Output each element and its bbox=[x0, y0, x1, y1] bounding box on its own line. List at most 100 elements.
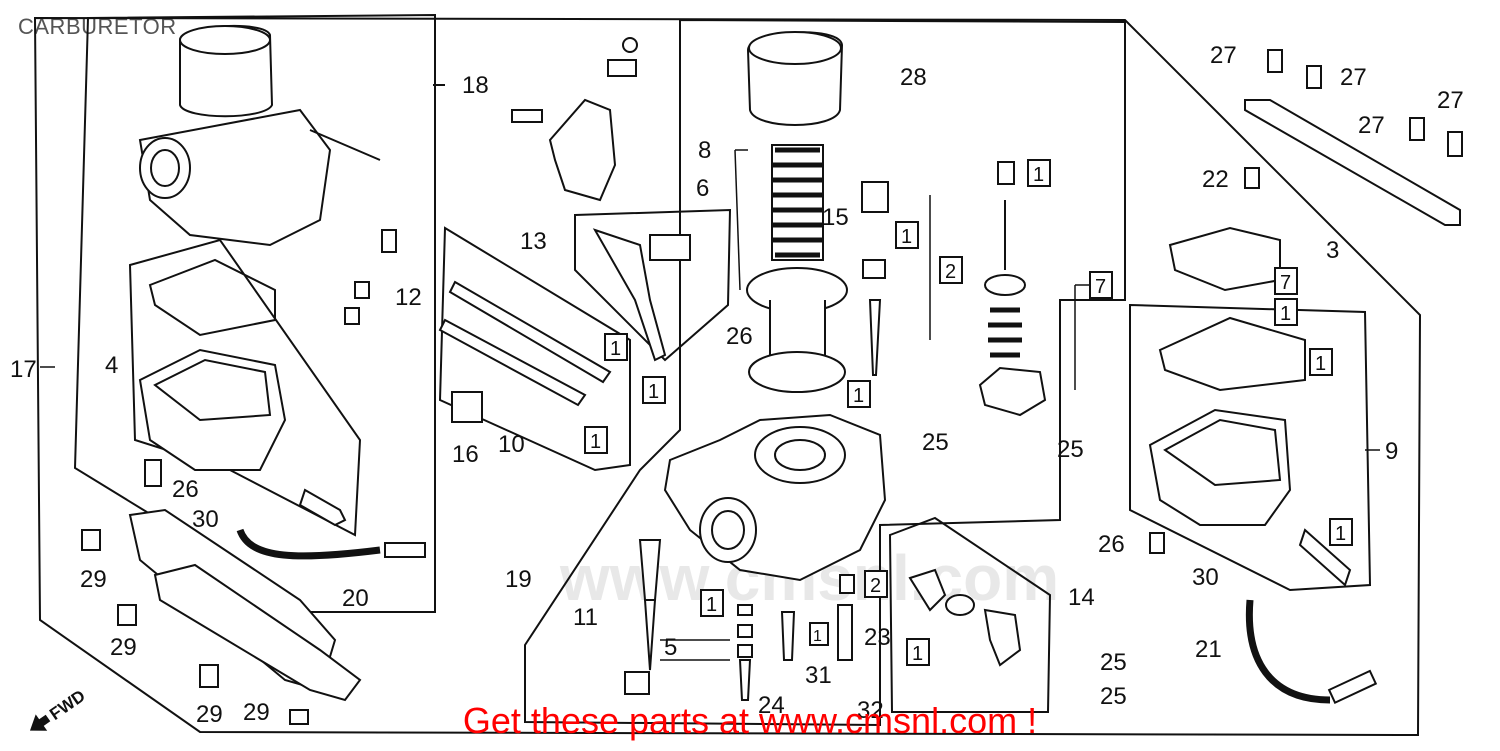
choke-box bbox=[888, 516, 1052, 713]
piston-base bbox=[748, 351, 846, 393]
left-float-bowl bbox=[138, 348, 287, 471]
set-code-1-i: 1 bbox=[590, 431, 601, 453]
screw-29b bbox=[117, 604, 137, 626]
jet-needle bbox=[868, 299, 882, 376]
label-11: 11 bbox=[573, 604, 598, 631]
set-box-1-f bbox=[604, 333, 628, 361]
set-code-1-h: 1 bbox=[853, 385, 864, 407]
right-float-bowl bbox=[1148, 408, 1292, 526]
set-box-1-j bbox=[700, 589, 724, 617]
label-30-right: 30 bbox=[1192, 564, 1219, 591]
jet-spring bbox=[862, 259, 886, 279]
label-27-b: 27 bbox=[1340, 64, 1367, 91]
label-28: 28 bbox=[900, 64, 927, 91]
screw-26-left bbox=[144, 459, 162, 487]
spring-15-outline bbox=[771, 144, 824, 261]
set-code-1-d: 1 bbox=[1315, 353, 1326, 375]
jet-5a bbox=[737, 604, 753, 616]
label-8: 8 bbox=[698, 137, 711, 164]
set-box-7-b bbox=[1274, 267, 1298, 295]
piston bbox=[769, 300, 826, 361]
left-carb-body bbox=[138, 108, 332, 247]
label-26-left: 26 bbox=[172, 476, 199, 503]
screw-29d bbox=[289, 709, 309, 725]
float-bowl-box-right bbox=[1129, 303, 1372, 592]
label-6: 6 bbox=[696, 175, 709, 202]
set-box-1-e bbox=[1329, 518, 1353, 546]
set-code-1-e: 1 bbox=[1335, 523, 1346, 545]
rod-10 bbox=[438, 318, 587, 407]
hose-20-end bbox=[384, 542, 426, 558]
cable-11 bbox=[643, 599, 657, 671]
left-carb-linkage bbox=[309, 129, 381, 161]
left-screw-12a bbox=[381, 229, 397, 253]
spring-15 bbox=[772, 147, 823, 258]
screw-22 bbox=[1244, 167, 1260, 189]
bracket-bolt bbox=[622, 37, 638, 53]
label-16: 16 bbox=[452, 441, 479, 468]
left-screw-12b bbox=[354, 281, 370, 299]
set-code-1-l: 1 bbox=[912, 643, 923, 665]
left-float-bowl-inner bbox=[153, 358, 272, 422]
label-29-b: 29 bbox=[110, 634, 137, 661]
label-14: 14 bbox=[1068, 584, 1095, 611]
right-gasket bbox=[1158, 316, 1306, 392]
bolt-27b bbox=[1306, 65, 1322, 89]
choke-valve bbox=[908, 568, 947, 612]
rod-13 bbox=[448, 280, 612, 384]
set-box-7-a bbox=[1089, 271, 1113, 299]
set-box-1-d bbox=[1309, 348, 1333, 376]
label-20: 20 bbox=[342, 585, 369, 612]
set-code-2-a: 2 bbox=[945, 261, 956, 283]
pump-diaphragm bbox=[984, 274, 1026, 296]
set-box-1-h bbox=[847, 380, 871, 408]
label-25-a: 25 bbox=[922, 429, 949, 456]
label-10: 10 bbox=[498, 431, 525, 458]
label-25-b: 25 bbox=[1057, 436, 1084, 463]
main-frame bbox=[33, 16, 1422, 737]
left-bracket-lower bbox=[153, 563, 362, 702]
set-box-1-c bbox=[1274, 298, 1298, 326]
bolt-27d bbox=[1447, 131, 1463, 157]
label-4: 4 bbox=[105, 352, 118, 379]
spring-16 bbox=[451, 391, 483, 423]
set-code-7-a: 7 bbox=[1095, 276, 1106, 298]
set-code-1-c: 1 bbox=[1280, 303, 1291, 325]
promo-banner-link[interactable]: Get these parts at www.cmsnl.com ! bbox=[462, 700, 1038, 741]
set-box-1-b bbox=[895, 221, 919, 249]
lever-box bbox=[574, 208, 732, 362]
label-27-c: 27 bbox=[1437, 87, 1464, 114]
jet-5c bbox=[737, 644, 753, 658]
label-21: 21 bbox=[1195, 636, 1222, 663]
label-26-right: 26 bbox=[1098, 531, 1125, 558]
set-box-2-a bbox=[939, 256, 963, 284]
float-3 bbox=[1168, 226, 1281, 292]
label-32: 32 bbox=[857, 697, 884, 724]
set-box-1-a bbox=[1027, 159, 1051, 187]
set-box-1-i bbox=[584, 426, 608, 454]
set-code-2-b: 2 bbox=[870, 575, 881, 597]
fwd-arrow-head bbox=[29, 714, 51, 731]
label-5: 5 bbox=[664, 634, 677, 661]
float-bowl-box-left bbox=[128, 238, 362, 537]
label-29-c: 29 bbox=[196, 701, 223, 728]
bracket-clip bbox=[607, 59, 637, 77]
screw-29c bbox=[199, 664, 219, 688]
set-box-2-b bbox=[864, 570, 888, 598]
label-26-center: 26 bbox=[726, 323, 753, 350]
label-12: 12 bbox=[395, 284, 422, 311]
bracket-screw bbox=[511, 109, 543, 123]
set-box-1-k bbox=[809, 622, 829, 646]
label-29-a: 29 bbox=[80, 566, 107, 593]
label-29-d: 29 bbox=[243, 699, 270, 726]
rod-box bbox=[438, 226, 631, 472]
label-22: 22 bbox=[1202, 166, 1229, 193]
top-bracket-27 bbox=[1244, 99, 1461, 226]
set-box-1-l bbox=[906, 638, 930, 666]
pump-screw bbox=[997, 161, 1015, 185]
label-18: 18 bbox=[462, 72, 489, 99]
label-27-a: 27 bbox=[1210, 42, 1237, 69]
jet-31 bbox=[780, 611, 796, 661]
